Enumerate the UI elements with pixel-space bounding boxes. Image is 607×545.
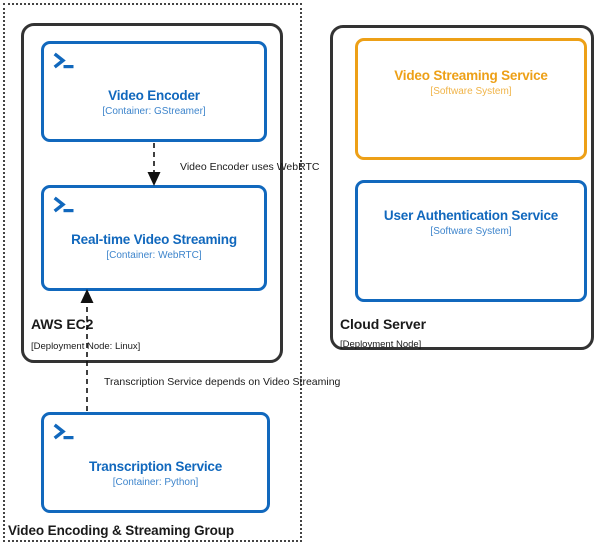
deployment-node-aws-ec2-subtitle: [Deployment Node: Linux] [31,341,141,352]
container-video-encoder[interactable]: Video Encoder [Container: GStreamer] [41,41,267,142]
system-user-authentication-service[interactable]: User Authentication Service [Software Sy… [355,180,587,302]
relationship-label-encoder-uses-webrtc: Video Encoder uses WebRTC [180,161,320,173]
system-video-streaming-service[interactable]: Video Streaming Service [Software System… [355,38,587,160]
container-transcription-service[interactable]: Transcription Service [Container: Python… [41,412,270,513]
container-realtime-video-streaming-name: Real-time Video Streaming [71,232,237,247]
group-boundary-label: Video Encoding & Streaming Group [8,523,235,538]
terminal-icon [53,52,74,69]
container-transcription-service-tech: [Container: Python] [112,476,199,488]
container-realtime-video-streaming-tech: [Container: WebRTC] [106,249,202,261]
container-realtime-video-streaming[interactable]: Real-time Video Streaming [Container: We… [41,185,267,291]
relationship-label-transcription-depends-streaming: Transcription Service depends on Video S… [104,376,341,388]
container-video-encoder-name: Video Encoder [108,88,200,103]
system-user-authentication-service-tech: [Software System] [430,225,512,237]
system-video-streaming-service-name: Video Streaming Service [394,68,548,83]
container-video-encoder-tech: [Container: GStreamer] [102,105,206,117]
deployment-node-cloud-server-title: Cloud Server [340,316,426,332]
system-video-streaming-service-tech: [Software System] [430,85,512,97]
system-user-authentication-service-name: User Authentication Service [383,208,559,223]
group-boundary-video-encoding-streaming [3,3,302,542]
terminal-icon [53,196,74,213]
terminal-icon [53,423,74,440]
deployment-node-cloud-server-subtitle: [Deployment Node] [340,339,422,350]
container-transcription-service-name: Transcription Service [88,459,223,474]
deployment-node-aws-ec2-title: AWS EC2 [31,316,94,332]
